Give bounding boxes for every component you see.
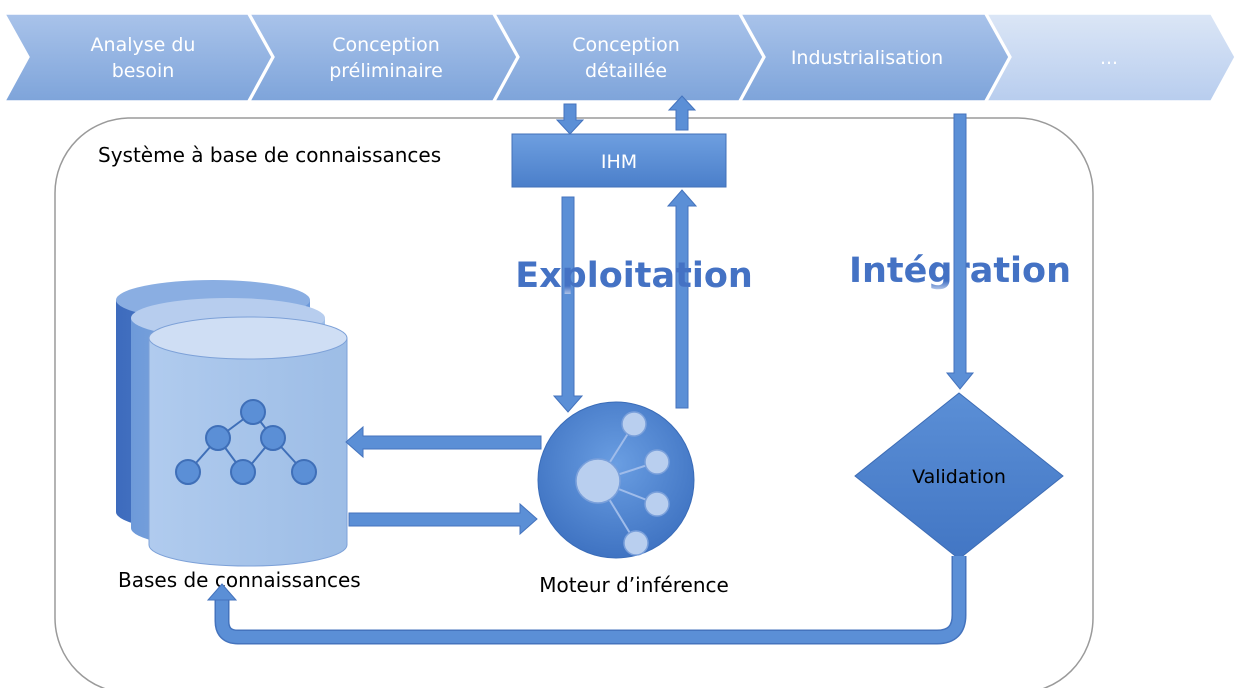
- tree-network-icon: [175, 399, 317, 485]
- phase-1-line-2: besoin: [112, 60, 175, 82]
- hmi-box: [511, 133, 727, 188]
- arrow-hmi-to-engine: [552, 196, 584, 413]
- knowledge-base-cylinders: [116, 280, 348, 567]
- system-title: Système à base de connaissances: [98, 143, 441, 167]
- knowledge-bases-label: Bases de connaissances: [118, 568, 361, 592]
- phase-5-label: ...: [1100, 47, 1118, 69]
- inference-network-icon: [575, 411, 670, 556]
- arrow-industrialisation-to-validation: [945, 113, 975, 390]
- phase-3-line-1: Conception: [572, 34, 680, 56]
- arrow-engine-to-hmi: [666, 189, 698, 409]
- phase-4-label: Industrialisation: [791, 47, 943, 69]
- phase-chevron-3: [493, 13, 764, 102]
- hmi-label: IHM: [601, 151, 637, 173]
- phase-chevron-4: [739, 13, 1010, 102]
- phase-chevron-2: [248, 13, 518, 102]
- exploitation-label: Exploitation: [515, 256, 753, 296]
- arrow-phase-to-hmi: [555, 103, 585, 135]
- phase-chevron-5: [985, 13, 1236, 102]
- arrow-hmi-to-phase: [667, 95, 697, 131]
- phase-2-line-1: Conception: [332, 34, 440, 56]
- phase-1-line-1: Analyse du: [91, 34, 196, 56]
- validation-label: Validation: [912, 466, 1006, 488]
- inference-engine-label: Moteur d’inférence: [539, 573, 729, 597]
- arrow-validation-to-database-body: [216, 556, 965, 643]
- arrow-database-to-engine: [348, 502, 538, 536]
- phase-chevron-1: [3, 13, 273, 102]
- phase-2-line-2: préliminaire: [329, 60, 443, 82]
- phase-3-line-2: détaillée: [585, 60, 667, 82]
- arrow-validation-to-database-head: [206, 583, 238, 601]
- arrow-engine-to-database: [345, 425, 542, 459]
